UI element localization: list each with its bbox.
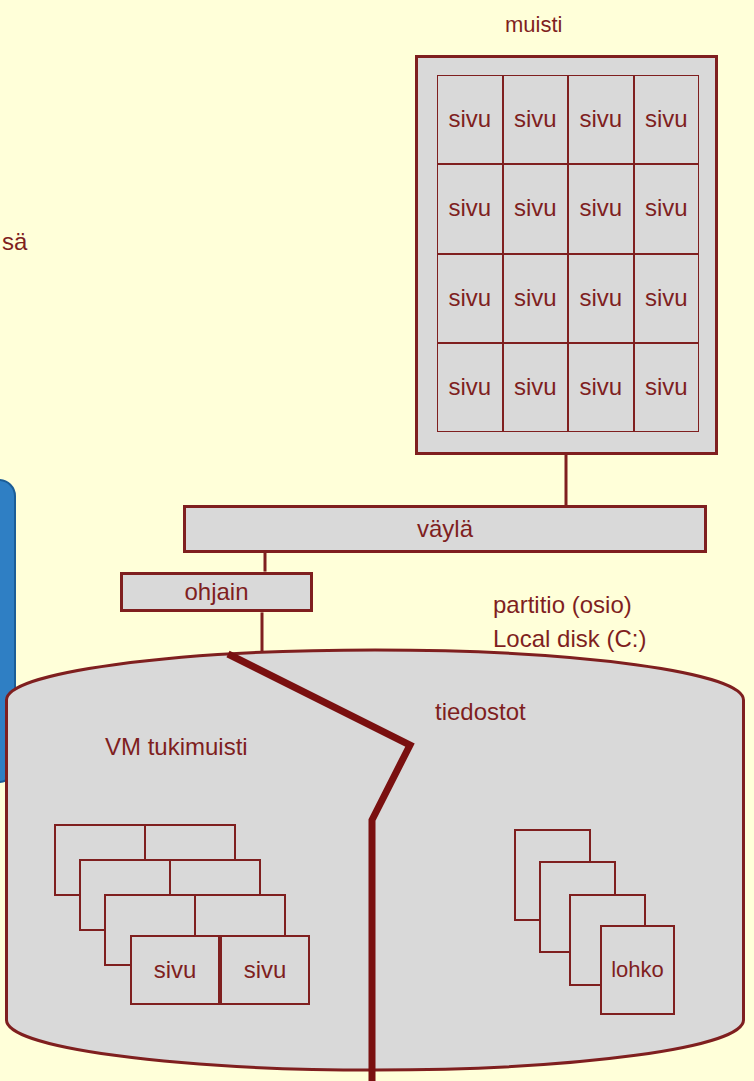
node-text: sivu	[448, 105, 491, 134]
page-cell: sivu	[503, 343, 569, 432]
partition-line	[228, 654, 410, 1081]
node-text: sivu	[448, 194, 491, 223]
heading-text: muisti	[505, 12, 562, 38]
node-text: sivu	[514, 373, 557, 402]
bus-wire	[264, 553, 267, 572]
page-cell: sivu	[634, 75, 700, 164]
memory-box: muistisivusivusivusivusivusivusivusivusi…	[415, 55, 718, 455]
node-text: sivu	[244, 956, 287, 985]
page-cell: sivu	[437, 164, 503, 253]
node-text: sivu	[579, 284, 622, 313]
page-cell: sivu	[568, 254, 634, 343]
node-text: sivu	[448, 373, 491, 402]
page-cell: sivu	[634, 343, 700, 432]
node-text: sivu	[645, 284, 688, 313]
page-cell: sivu	[634, 254, 700, 343]
node-text: sivu	[579, 373, 622, 402]
bus-wire	[261, 612, 264, 652]
page-cell: sivu	[437, 75, 503, 164]
page-cell: sivu	[503, 164, 569, 253]
page-cell: sivu	[568, 164, 634, 253]
bus-wire	[565, 455, 568, 505]
node-text: sivu	[448, 284, 491, 313]
page-cell: sivu	[568, 343, 634, 432]
file-block: lohko	[600, 925, 675, 1015]
page-cell: sivu	[437, 343, 503, 432]
page-cell: sivu	[437, 254, 503, 343]
node-text: sivu	[645, 194, 688, 223]
node-text: sivu	[154, 956, 197, 985]
page-cell: sivu	[568, 75, 634, 164]
node-text: väylä	[417, 515, 473, 544]
bus-bar: väylä	[183, 505, 707, 553]
node-text: VM tukimuisti	[105, 733, 248, 762]
node-text: sivu	[514, 105, 557, 134]
node-text: ohjain	[184, 578, 248, 607]
node-text: partitio (osio) Local disk (C:)	[493, 588, 693, 656]
node-text: sivu	[514, 284, 557, 313]
page-cell: sivu	[503, 75, 569, 164]
page-cell: sivu	[503, 254, 569, 343]
disk-cylinder: partitio (osio) Local disk (C:)VM tukimu…	[5, 650, 745, 1070]
node-text: sivu	[645, 373, 688, 402]
node-text: lohko	[611, 957, 664, 983]
node-text: sivu	[579, 194, 622, 223]
node-text: tiedostot	[435, 698, 526, 727]
node-text: sivu	[579, 105, 622, 134]
node-text: sivu	[645, 105, 688, 134]
page-cell: sivu	[634, 164, 700, 253]
swap-page: sivu	[130, 935, 220, 1005]
controller-box: ohjain	[120, 572, 313, 613]
cut-off-text: sä	[2, 228, 27, 257]
node-text: sivu	[514, 194, 557, 223]
swap-page: sivu	[220, 935, 310, 1005]
